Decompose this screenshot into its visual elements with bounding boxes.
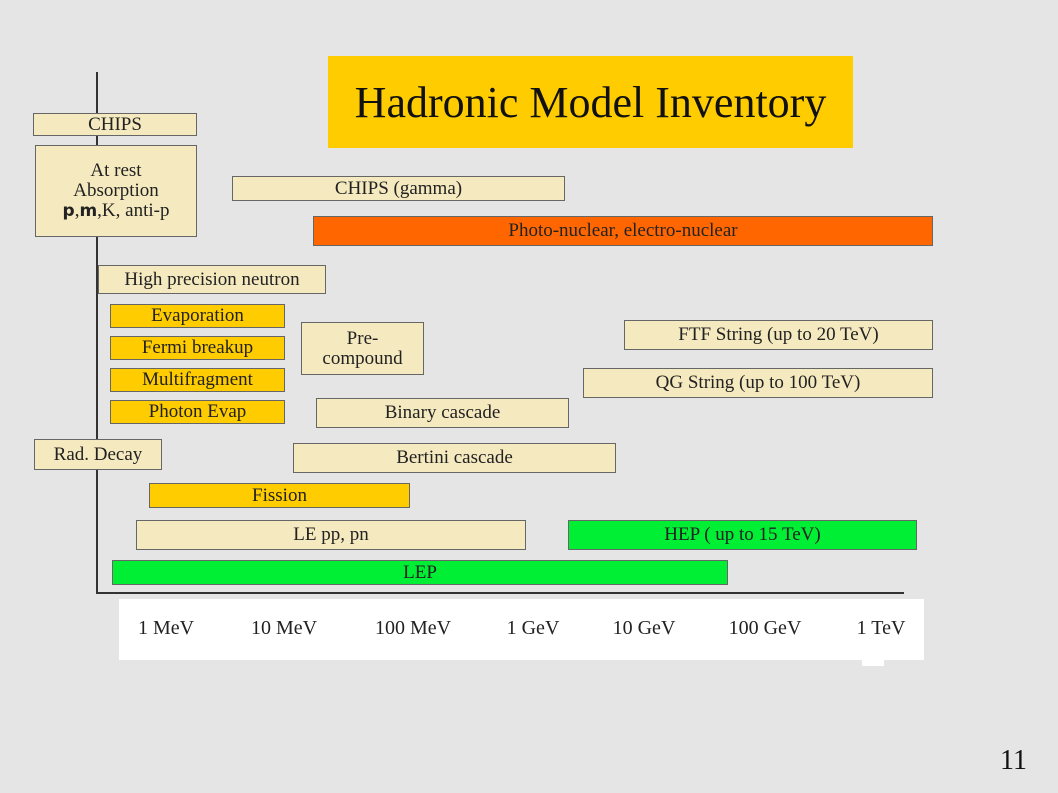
tick-1gev: 1 GeV	[506, 617, 560, 639]
horizontal-axis	[96, 592, 904, 594]
at-rest-sep: ,	[74, 199, 80, 221]
at-rest-rest: ,K, anti-p	[97, 199, 170, 221]
qg-string-box: QG String (up to 100 TeV)	[583, 368, 933, 398]
tick-1tev: 1 TeV	[856, 617, 906, 639]
at-rest-line3: p,m,K, anti-p	[62, 199, 170, 221]
hep-box: HEP ( up to 15 TeV)	[568, 520, 917, 550]
at-rest-absorption-box: At rest Absorption p,m,K, anti-p	[35, 145, 197, 237]
photo-nuclear-box: Photo-nuclear, electro-nuclear	[313, 216, 933, 246]
le-pp-pn-box: LE pp, pn	[136, 520, 526, 550]
pre-compound-line2: compound	[322, 347, 403, 369]
mu-symbol: m	[79, 200, 98, 221]
binary-cascade-box: Binary cascade	[316, 398, 569, 428]
tick-1mev: 1 MeV	[137, 617, 195, 639]
fission-box: Fission	[149, 483, 410, 508]
scale-notch	[862, 656, 884, 666]
photon-evap-box: Photon Evap	[110, 400, 285, 424]
chips-gamma-box: CHIPS (gamma)	[232, 176, 565, 201]
tick-100mev: 100 MeV	[374, 617, 452, 639]
fermi-breakup-box: Fermi breakup	[110, 336, 285, 360]
at-rest-line2: Absorption	[73, 180, 159, 202]
multifragment-box: Multifragment	[110, 368, 285, 392]
tick-10mev: 10 MeV	[250, 617, 318, 639]
vertical-axis	[96, 72, 98, 594]
tick-10gev: 10 GeV	[612, 617, 676, 639]
page-number: 11	[1000, 745, 1027, 776]
lep-box: LEP	[112, 560, 728, 585]
pre-compound-line1: Pre-	[346, 327, 379, 349]
rad-decay-box: Rad. Decay	[34, 439, 162, 470]
at-rest-line1: At rest	[90, 160, 142, 182]
bertini-cascade-box: Bertini cascade	[293, 443, 616, 473]
evaporation-box: Evaporation	[110, 304, 285, 328]
tick-100gev: 100 GeV	[728, 617, 802, 639]
high-precision-neutron-box: High precision neutron	[98, 265, 326, 294]
ftf-string-box: FTF String (up to 20 TeV)	[624, 320, 933, 350]
chips-box: CHIPS	[33, 113, 197, 136]
energy-scale: 1 MeV 10 MeV 100 MeV 1 GeV 10 GeV 100 Ge…	[119, 599, 924, 660]
page-title: Hadronic Model Inventory	[328, 56, 853, 148]
pi-symbol: p	[62, 200, 75, 221]
pre-compound-box: Pre- compound	[301, 322, 424, 375]
